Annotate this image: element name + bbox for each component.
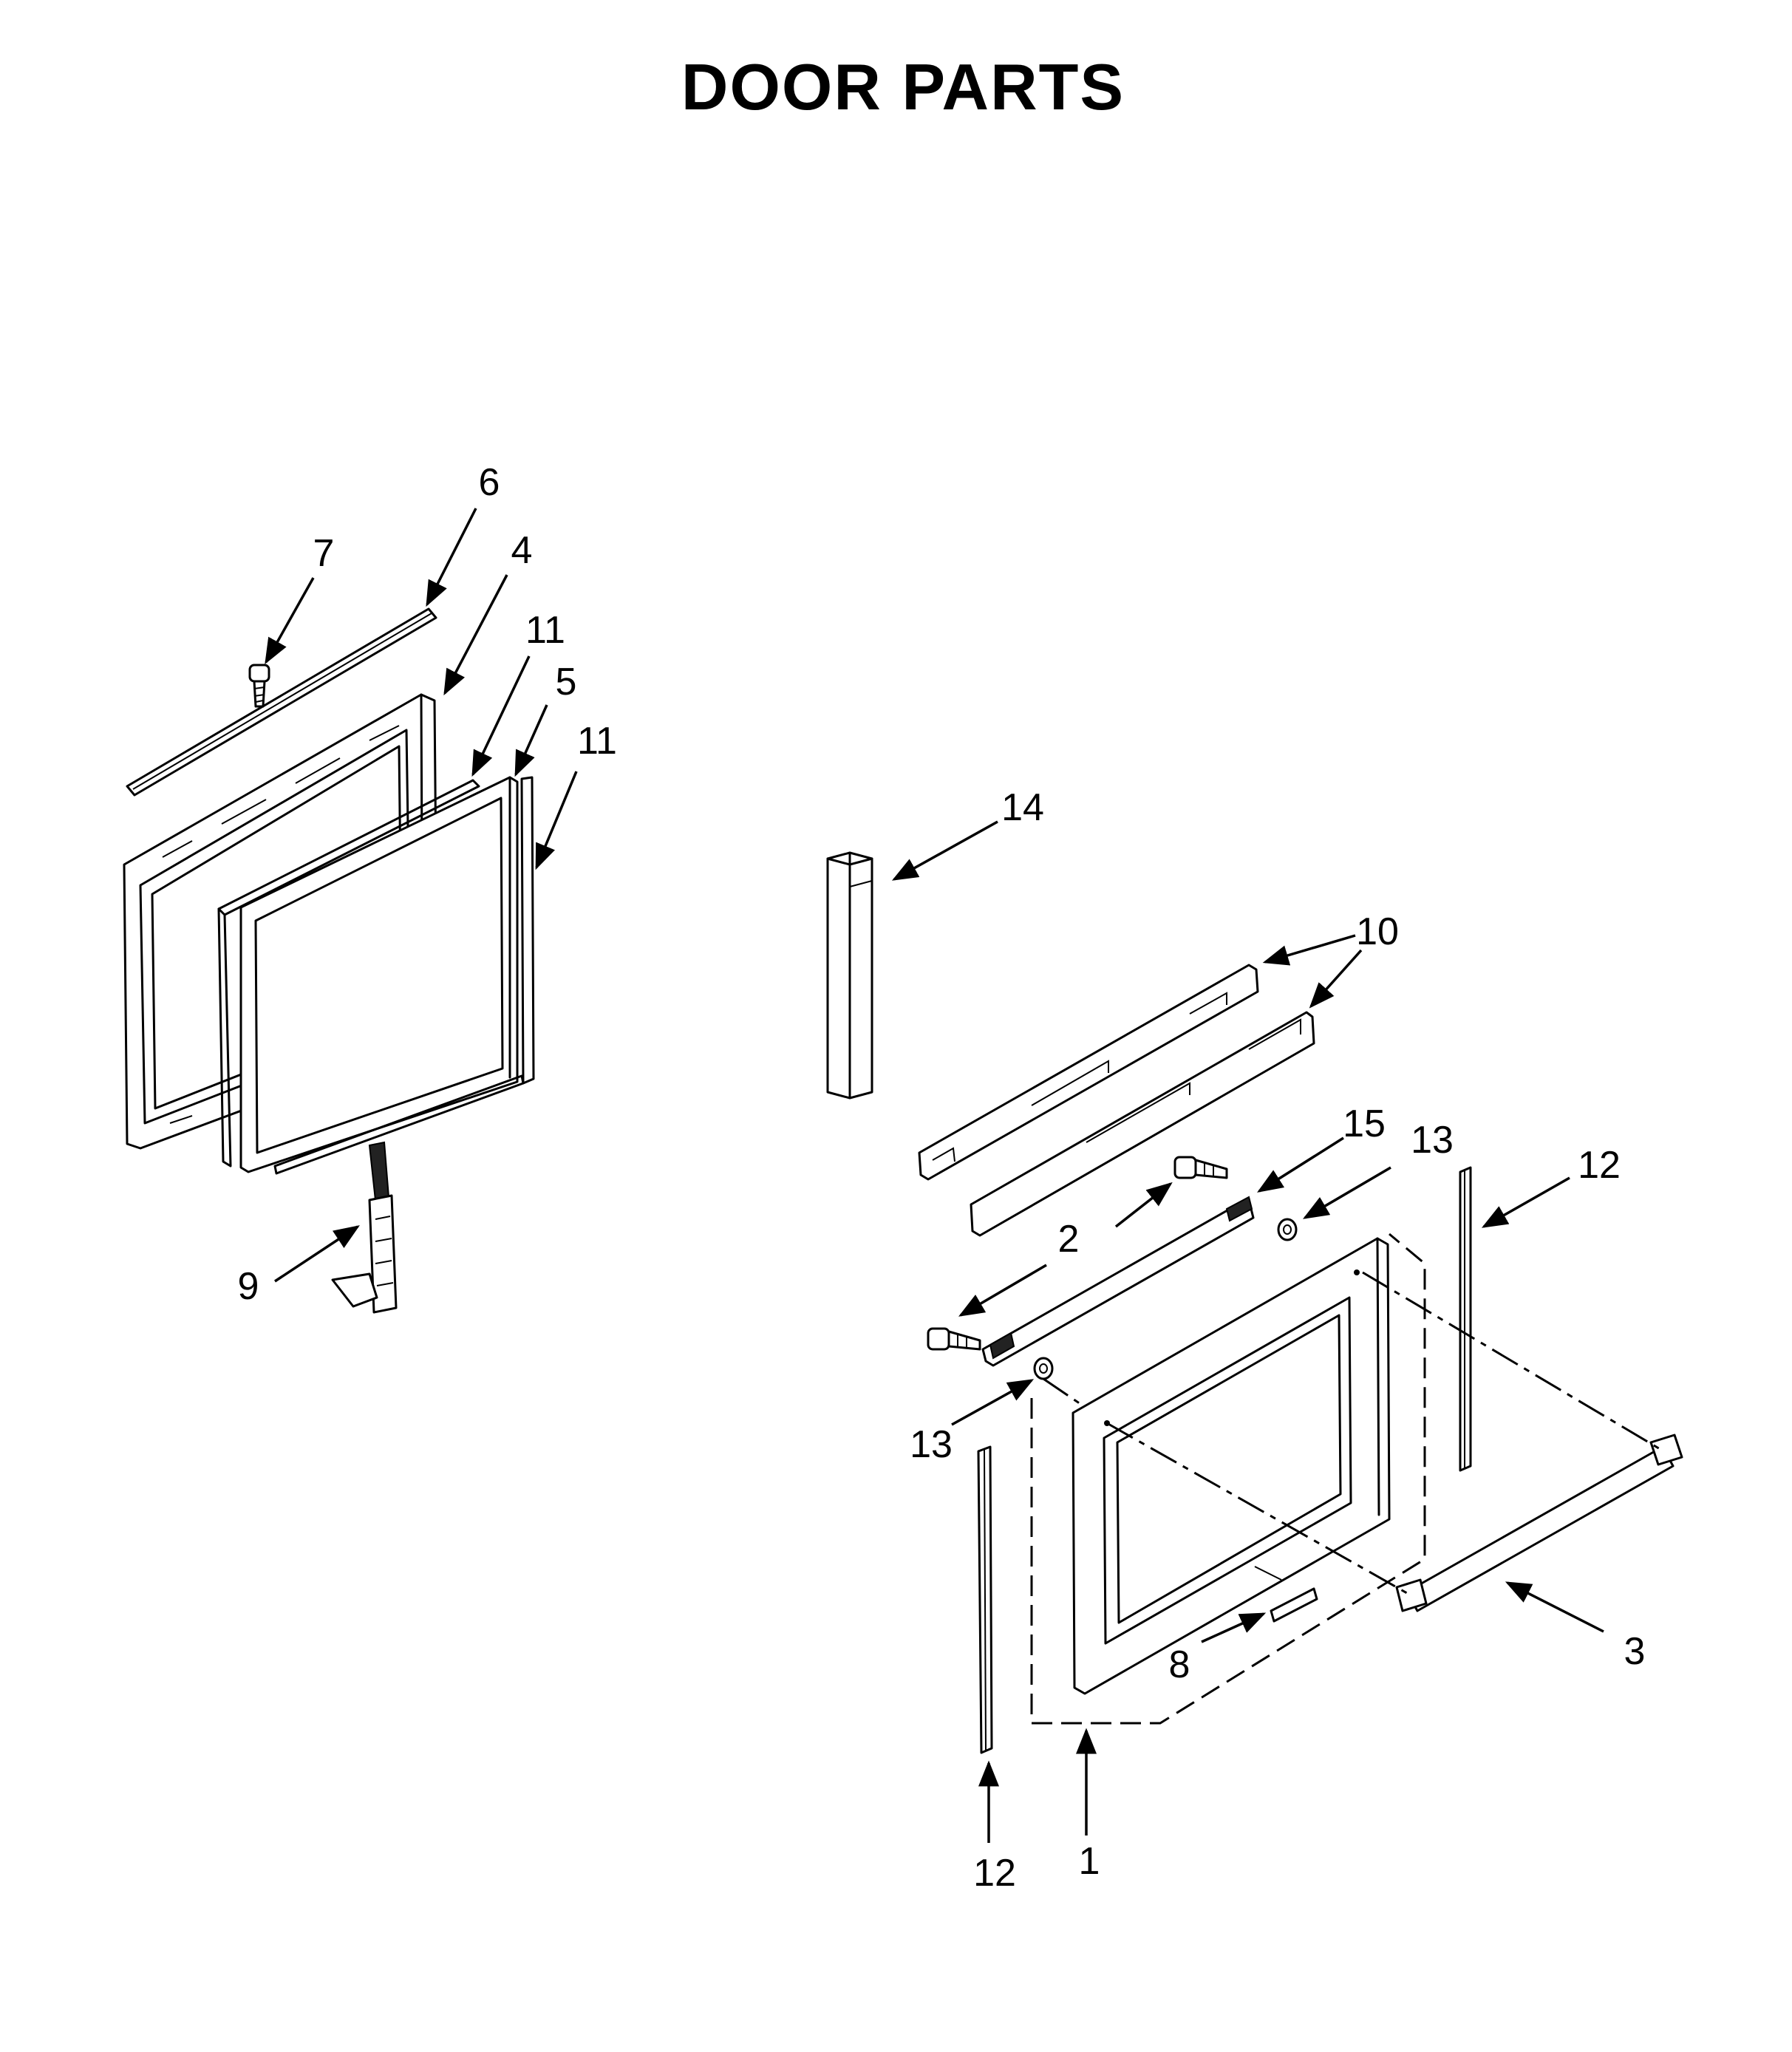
leader-11b xyxy=(535,771,578,870)
diagram-title: DOOR PARTS xyxy=(681,50,1125,123)
callout-8: 8 xyxy=(1169,1643,1190,1686)
part-12-side-trim-right xyxy=(1459,1166,1472,1472)
leader-2b xyxy=(958,1264,1047,1317)
part-13-washer-lower xyxy=(1033,1357,1054,1380)
callout-11a: 11 xyxy=(525,609,565,652)
callout-3: 3 xyxy=(1624,1630,1646,1673)
leader-2a xyxy=(1114,1182,1173,1228)
leader-8 xyxy=(1201,1612,1267,1643)
part-3-door-handle xyxy=(1395,1434,1683,1612)
part-11-glass-gasket-a xyxy=(217,779,480,1168)
part-10-channel-upper xyxy=(918,964,1259,1181)
part-9-hinge xyxy=(331,1141,398,1314)
callout-15: 15 xyxy=(1343,1102,1386,1145)
leader-10a xyxy=(1262,934,1356,966)
callout-5: 5 xyxy=(556,661,577,703)
part-11-glass-gasket-b xyxy=(273,776,535,1175)
handle-alignment-line-lower xyxy=(1106,1422,1408,1595)
leader-11a xyxy=(471,655,531,777)
leader-10b xyxy=(1309,949,1363,1009)
part-1-outer-door xyxy=(1072,1237,1391,1695)
leader-15 xyxy=(1257,1136,1344,1193)
callout-4: 4 xyxy=(511,529,533,572)
callout-13b: 13 xyxy=(910,1423,953,1466)
part-10-channel-lower xyxy=(970,1011,1315,1237)
callout-1: 1 xyxy=(1079,1840,1100,1883)
callout-6: 6 xyxy=(479,461,500,504)
leader-7 xyxy=(265,577,315,665)
callout-2: 2 xyxy=(1058,1218,1080,1261)
part-13-washer-upper xyxy=(1277,1218,1298,1241)
part-2-screw-lower xyxy=(927,1327,981,1351)
part-2-screw-upper xyxy=(1173,1156,1228,1179)
bracket-alignment-line xyxy=(1043,1377,1086,1408)
part-12-side-trim-left xyxy=(977,1445,993,1754)
callout-10: 10 xyxy=(1356,910,1399,953)
part-15-door-bracket xyxy=(981,1196,1255,1367)
leader-6 xyxy=(426,508,477,607)
callout-9: 9 xyxy=(238,1265,259,1308)
part-1-assembly-boundary xyxy=(1030,1233,1426,1725)
leader-14 xyxy=(891,820,998,881)
callout-14: 14 xyxy=(1001,786,1044,829)
part-14-insulation xyxy=(826,851,873,1100)
leader-9 xyxy=(274,1225,360,1283)
callout-12a: 12 xyxy=(1578,1144,1621,1187)
callout-11b: 11 xyxy=(577,720,617,763)
part-8-nameplate xyxy=(1254,1566,1318,1623)
callout-7: 7 xyxy=(313,532,335,575)
leader-3 xyxy=(1505,1581,1604,1633)
callout-12b: 12 xyxy=(973,1852,1016,1895)
leader-12a xyxy=(1481,1176,1570,1228)
callout-13a: 13 xyxy=(1411,1119,1454,1162)
part-6-top-trim xyxy=(126,607,437,797)
leader-4 xyxy=(443,574,508,696)
leader-5 xyxy=(514,704,548,777)
leader-13b xyxy=(951,1379,1035,1426)
part-5-door-glass xyxy=(239,776,519,1173)
handle-alignment-line-upper xyxy=(1362,1271,1662,1451)
part-7-screw xyxy=(248,664,270,708)
leader-13a xyxy=(1302,1166,1391,1219)
